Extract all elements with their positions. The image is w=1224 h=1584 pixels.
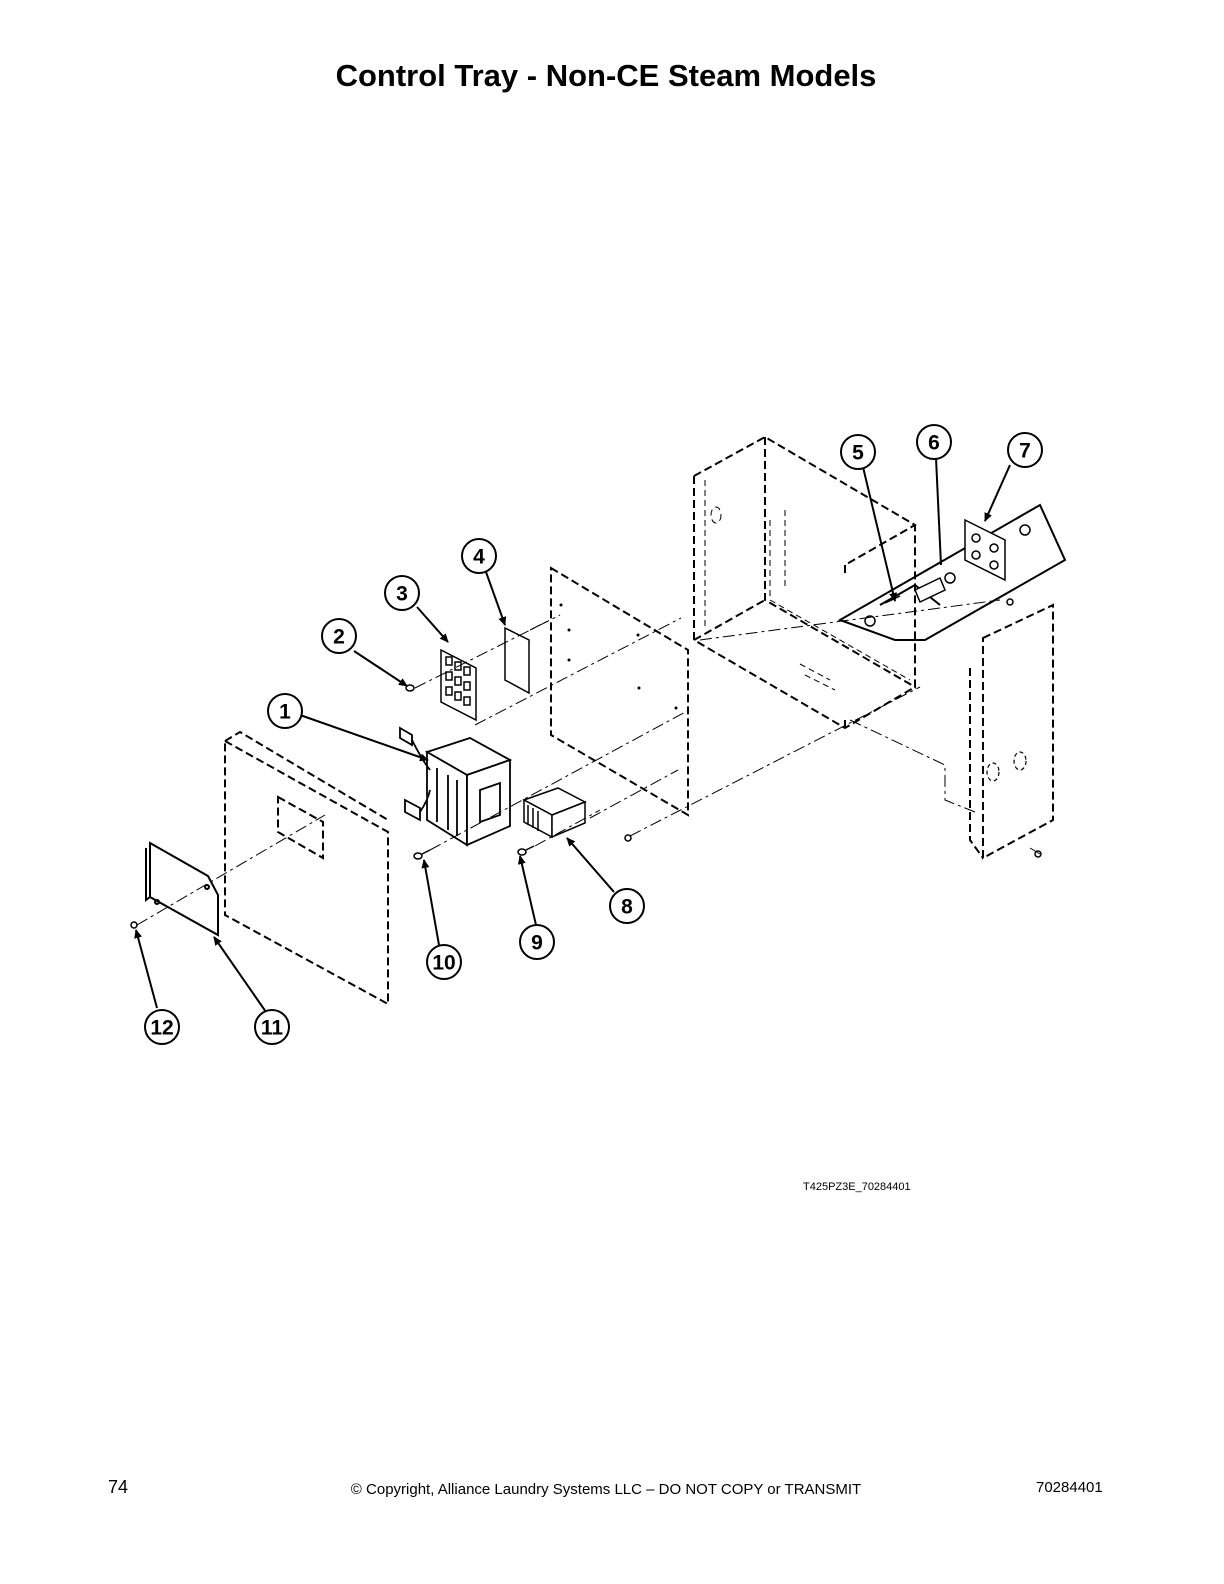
callout-7: 7 [1007,432,1043,468]
side-bracket-slots [986,751,1027,782]
callout-1: 1 [267,693,303,729]
copyright-notice: © Copyright, Alliance Laundry Systems LL… [350,1481,862,1498]
callout-1-label: 1 [279,701,291,724]
screws [130,598,1042,929]
mounting-plate [550,566,689,817]
callout-10: 10 [426,944,462,980]
terminal-block [440,648,477,722]
callout-8: 8 [609,888,645,924]
relay [522,787,587,839]
control-tray-housing [693,435,917,730]
front-panel [224,730,389,1006]
leader-lines [134,457,1011,1013]
callout-6: 6 [916,424,952,460]
callout-3-label: 3 [396,583,408,606]
figure-id: T425PZ3E_70284401 [803,1181,911,1193]
callout-5-label: 5 [852,442,864,465]
control-tray-inner-lines [704,480,911,691]
callout-2: 2 [321,618,357,654]
callout-6-label: 6 [928,432,940,455]
transformer [399,726,513,847]
callout-12: 12 [144,1009,180,1045]
document-number: 70284401 [1036,1479,1103,1496]
steam-valve [864,572,956,627]
callout-9: 9 [519,924,555,960]
page-number: 74 [108,1477,129,1497]
cover-plate [145,841,219,937]
label-plate [504,626,530,695]
mounting-plate-holes [559,603,678,710]
callout-3: 3 [384,575,420,611]
page-title: Control Tray - Non-CE Steam Models [335,58,877,93]
callout-9-label: 9 [531,932,543,955]
alignment-lines [136,599,1041,926]
valve-bracket [964,518,1031,582]
callout-10-label: 10 [432,952,455,975]
side-bracket [969,603,1054,860]
callout-11: 11 [254,1009,290,1045]
callout-7-label: 7 [1019,440,1031,463]
callout-12-label: 12 [150,1017,173,1040]
callout-5: 5 [840,434,876,470]
callout-4: 4 [461,538,497,574]
callout-11-label: 11 [261,1017,284,1040]
callout-8-label: 8 [621,896,633,919]
callout-2-label: 2 [333,626,345,649]
callout-4-label: 4 [473,546,485,569]
